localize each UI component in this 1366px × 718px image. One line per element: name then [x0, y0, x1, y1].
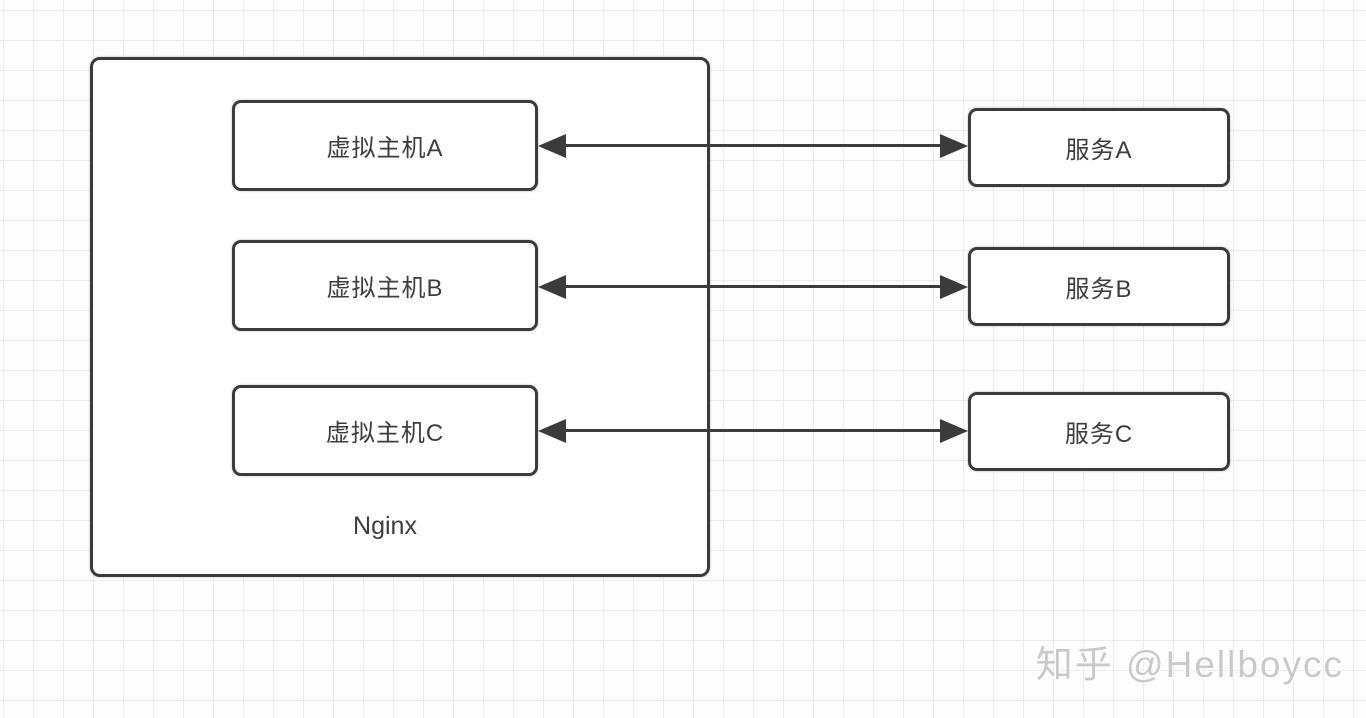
virtual-host-c-label: 虚拟主机C: [325, 420, 445, 447]
connection-arrow-b: [538, 275, 968, 299]
service-a-label: 服务A: [1065, 137, 1133, 164]
virtual-host-a-box: 虚拟主机A: [232, 100, 538, 191]
arrow-line: [554, 429, 952, 432]
service-c-label: 服务C: [1064, 421, 1134, 448]
watermark-text: 知乎 @Hellboycc: [1035, 644, 1344, 685]
virtual-host-b-label: 虚拟主机B: [326, 275, 444, 302]
virtual-host-b-box: 虚拟主机B: [232, 240, 538, 331]
service-b-label: 服务B: [1065, 276, 1133, 303]
connection-arrow-c: [538, 419, 968, 443]
service-b-box: 服务B: [968, 247, 1230, 326]
arrowhead-right-icon: [940, 275, 968, 299]
connection-arrow-a: [538, 134, 968, 158]
service-a-box: 服务A: [968, 108, 1230, 187]
service-c-box: 服务C: [968, 392, 1230, 471]
arrowhead-right-icon: [940, 134, 968, 158]
nginx-label: Nginx: [353, 511, 417, 540]
arrow-line: [554, 144, 952, 147]
arrowhead-right-icon: [940, 419, 968, 443]
arrow-line: [554, 285, 952, 288]
virtual-host-a-label: 虚拟主机A: [326, 135, 444, 162]
virtual-host-c-box: 虚拟主机C: [232, 385, 538, 476]
